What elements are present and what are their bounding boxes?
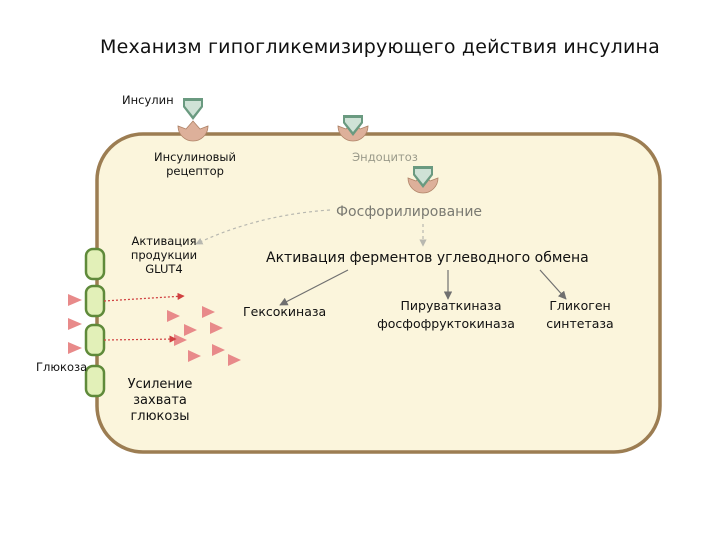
glut-channel-2 (84, 284, 106, 318)
glucose-molecule (210, 322, 223, 334)
glucose-molecule (228, 354, 241, 366)
glut-channel-3 (84, 323, 106, 357)
endocytosis-receptor-shape (337, 115, 369, 142)
glycogen-label: Гликоген (549, 298, 611, 313)
arrow-hexokinase (279, 269, 349, 306)
phosphorylation-label: Фосфорилирование (336, 204, 483, 220)
insulin-receptor-shape (177, 120, 209, 142)
glucose-molecule (68, 342, 82, 354)
glucose-molecule (68, 318, 82, 330)
glucose-uptake-label: Усиление захвата глюкозы (127, 377, 193, 424)
uptake-arrow (103, 292, 185, 302)
glut-channel-4 (84, 364, 106, 398)
insulin-label: Инсулин (122, 93, 174, 107)
insulin-molecule-shape (183, 98, 203, 120)
arrow-glycogen-synthetase (539, 269, 567, 300)
pyruvate-kinase-label: Пируваткиназа (400, 298, 502, 313)
glut4-activation-label: Активация продукции GLUT4 (130, 234, 198, 276)
hexokinase-label: Гексокиназа (243, 304, 327, 319)
glucose-molecule (167, 310, 180, 322)
glucose-label: Глюкоза (36, 360, 88, 374)
synthetase-label: синтетаза (546, 316, 614, 331)
glut-channel-1 (84, 247, 106, 281)
glucose-molecule (188, 350, 201, 362)
glucose-molecule (202, 306, 215, 318)
internalized-receptor-shape (407, 166, 439, 194)
uptake-arrow (103, 335, 177, 343)
receptor-label: Инсулиновый рецептор (154, 150, 236, 178)
pfk-label: фосфофруктокиназа (377, 316, 515, 331)
glucose-molecule (212, 344, 225, 356)
glucose-molecule (174, 334, 187, 346)
signal-arrow-glut4 (195, 209, 331, 245)
glucose-molecule (184, 324, 197, 336)
endocytosis-label: Эндоцитоз (352, 150, 418, 164)
glucose-molecule (68, 294, 82, 306)
enzymes-activation-label: Активация ферментов углеводного обмена (266, 250, 589, 266)
diagram-title: Механизм гипогликемизирующего действия и… (99, 36, 661, 58)
